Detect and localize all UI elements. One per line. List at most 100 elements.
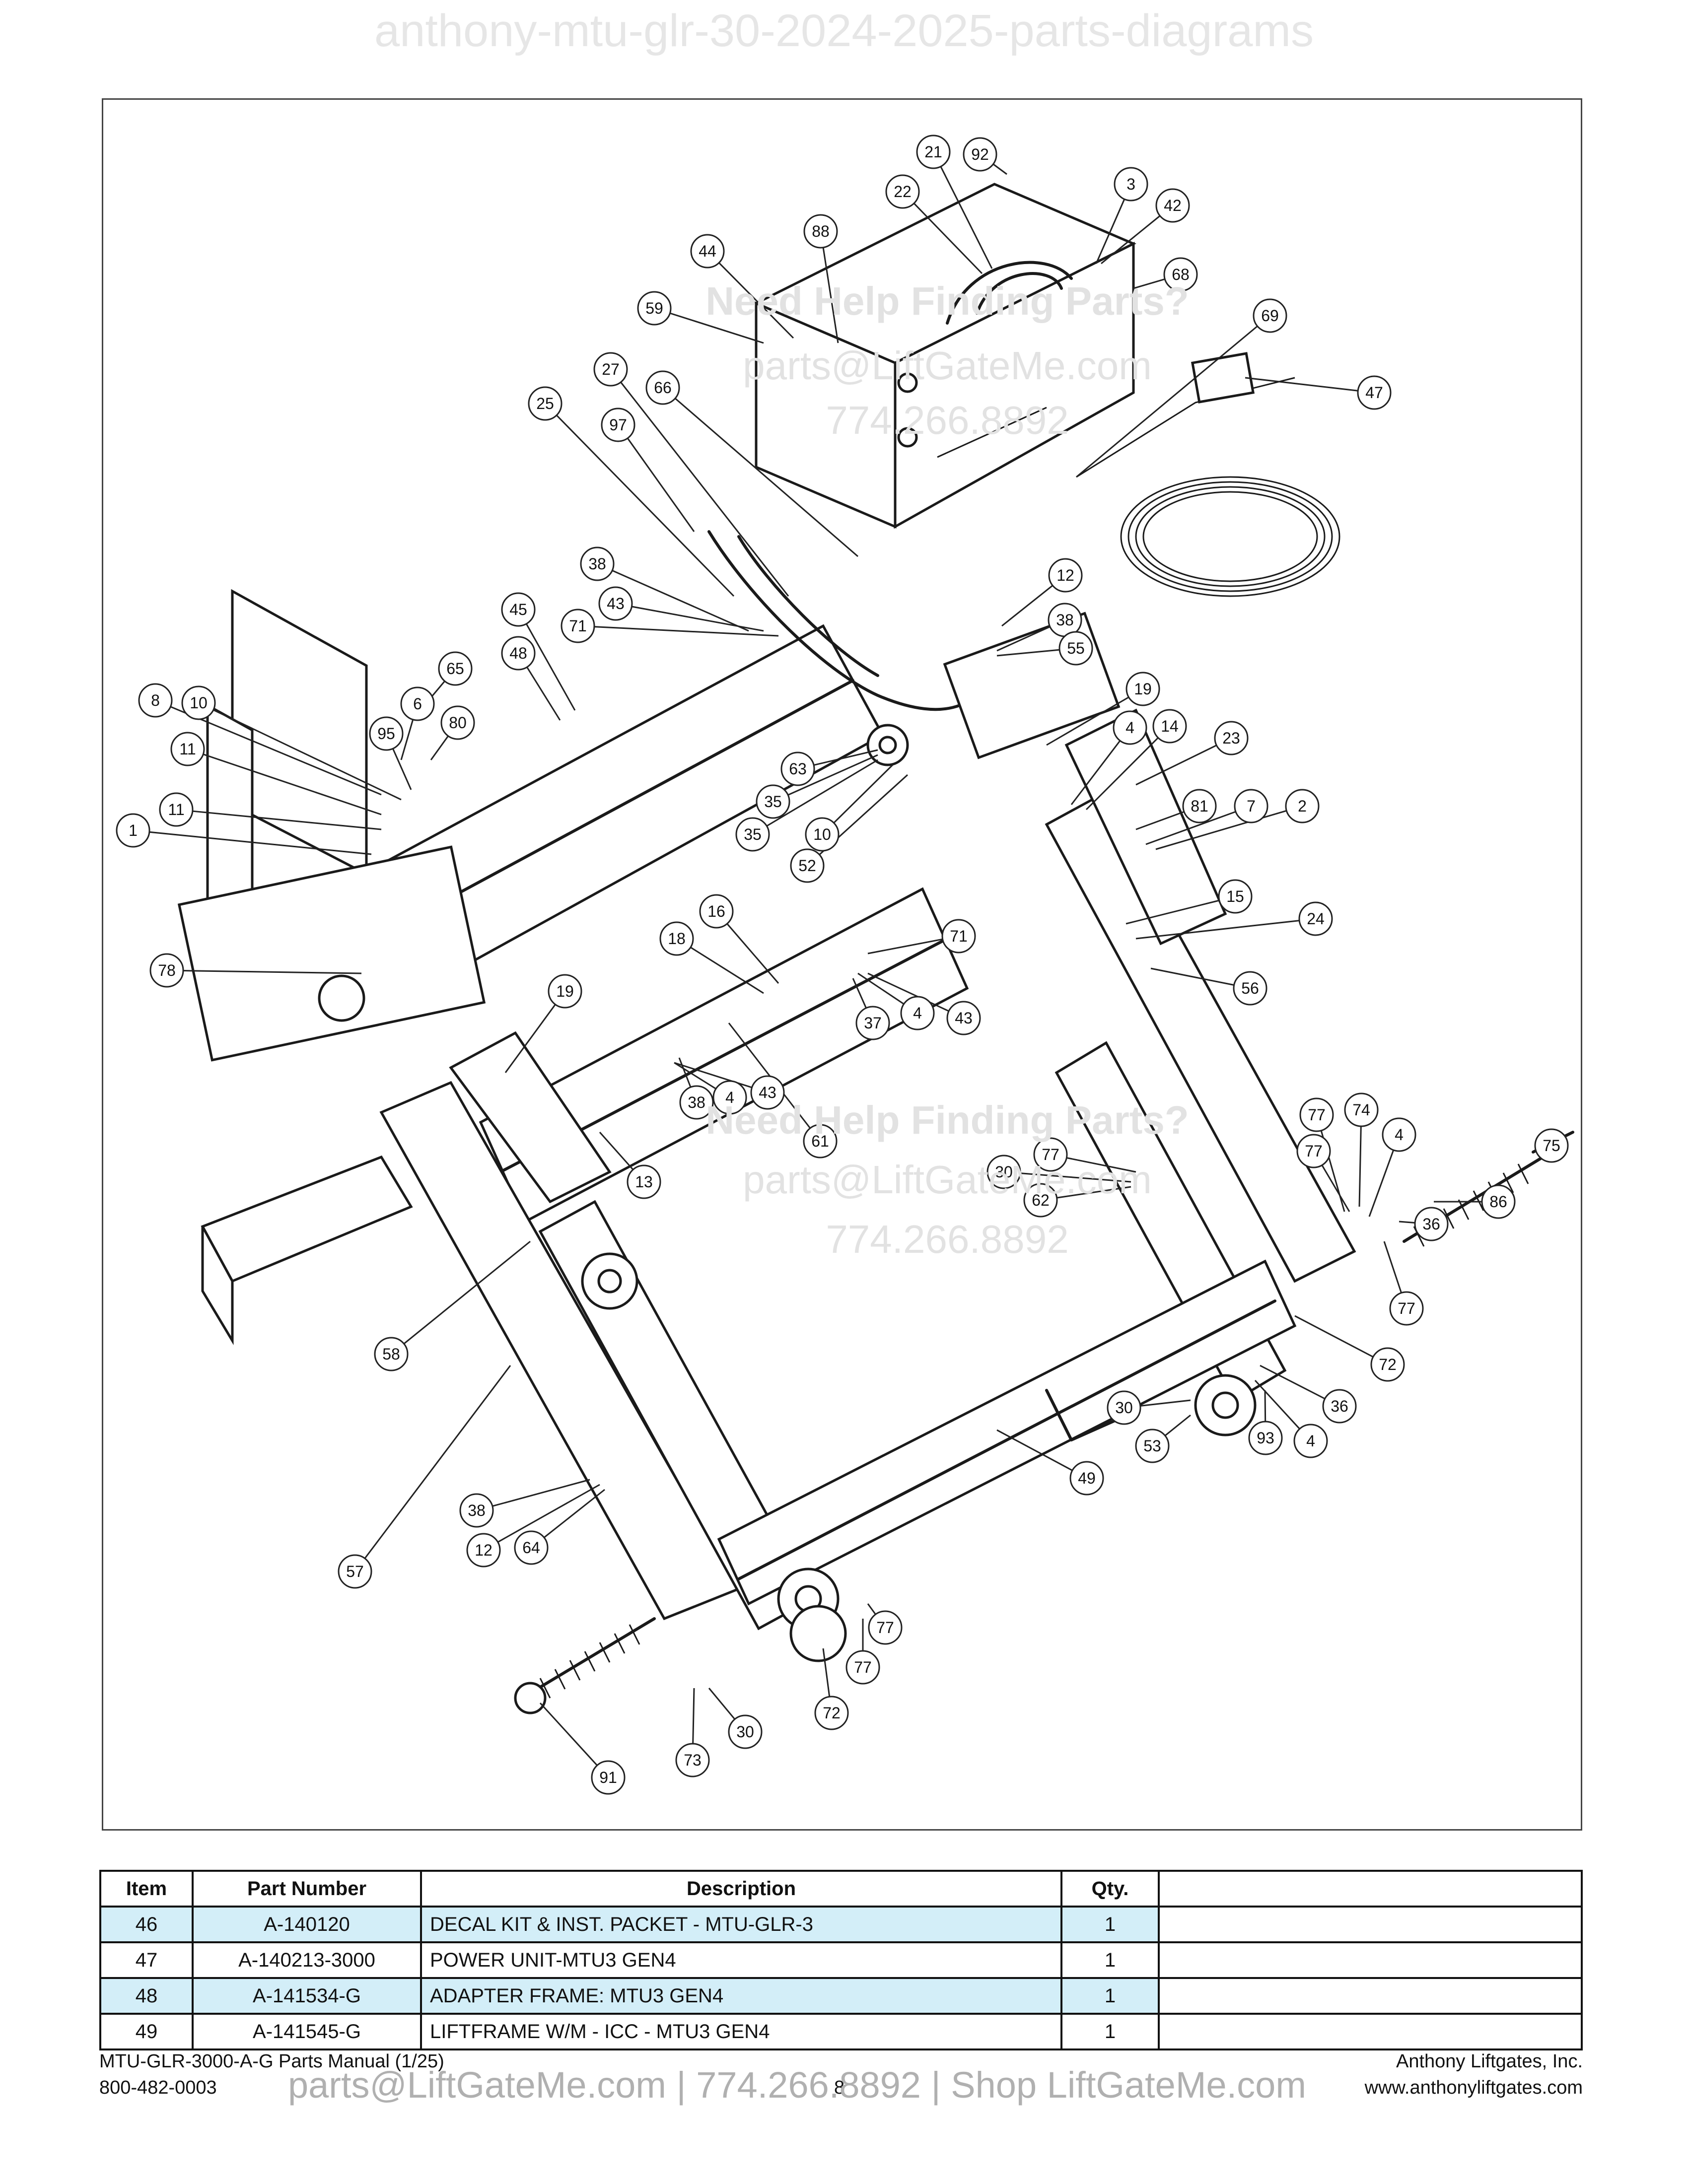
- callout-35: 35: [735, 817, 770, 852]
- col-blank: [1158, 1870, 1583, 1908]
- callout-circle: [181, 685, 216, 720]
- footer-website[interactable]: www.anthonyliftgates.com: [1364, 2077, 1583, 2098]
- callout-circle: [675, 1743, 710, 1777]
- table-row: 48 A-141534-G ADAPTER FRAME: MTU3 GEN4 1: [99, 1977, 1583, 2015]
- callout-circle: [790, 848, 825, 883]
- callout-circle: [941, 919, 976, 954]
- cell-item: 48: [99, 1977, 194, 2015]
- callout-47: 47: [1357, 375, 1392, 410]
- leader-line: [996, 1429, 1073, 1471]
- cell-desc: ADAPTER FRAME: MTU3 GEN4: [420, 1977, 1062, 2015]
- callout-15: 15: [1218, 879, 1253, 914]
- leader-line: [1001, 585, 1054, 627]
- callout-label: 74: [1352, 1101, 1370, 1119]
- callout-label: 37: [864, 1014, 882, 1032]
- callout-circle: [780, 751, 815, 786]
- leader-line: [183, 970, 362, 974]
- callout-label: 10: [190, 694, 208, 712]
- callout-label: 44: [699, 242, 716, 260]
- callout-circle: [637, 291, 672, 326]
- callout-77: 77: [1299, 1097, 1334, 1132]
- watermark-help: Need Help Finding Parts?: [705, 279, 1189, 323]
- leader-line: [1066, 1157, 1136, 1173]
- callout-label: 42: [1164, 197, 1182, 214]
- callout-43: 43: [750, 1075, 785, 1110]
- callout-circle: [659, 921, 694, 956]
- callout-label: 81: [1191, 797, 1208, 815]
- callout-label: 43: [759, 1084, 776, 1101]
- leader-line: [692, 1688, 695, 1744]
- cell-part: A-141545-G: [192, 2013, 422, 2050]
- callout-circle: [149, 953, 184, 988]
- callout-label: 25: [536, 395, 554, 412]
- callout-57: 57: [338, 1554, 372, 1589]
- callout-circle: [855, 1006, 890, 1040]
- callout-48: 48: [501, 636, 536, 671]
- leader-line: [149, 831, 372, 855]
- leader-line: [627, 438, 695, 532]
- callout-81: 81: [1182, 789, 1217, 823]
- callout-label: 2: [1298, 797, 1307, 815]
- callout-36: 36: [1322, 1389, 1357, 1424]
- callout-label: 78: [158, 961, 176, 979]
- leader-line: [594, 626, 779, 637]
- callout-label: 7: [1247, 797, 1256, 815]
- callout-label: 48: [509, 644, 527, 662]
- callout-43: 43: [598, 586, 633, 621]
- callout-label: 49: [1078, 1469, 1096, 1487]
- callout-circle: [814, 1696, 849, 1730]
- callout-label: 18: [668, 930, 686, 948]
- callout-circle: [1389, 1291, 1424, 1326]
- callout-74: 74: [1344, 1092, 1379, 1127]
- callout-label: 77: [1042, 1146, 1059, 1163]
- callout-label: 1: [129, 821, 138, 839]
- callout-circle: [868, 1610, 903, 1645]
- callout-label: 12: [475, 1541, 492, 1559]
- callout-circle: [1298, 901, 1333, 936]
- callout-label: 6: [413, 695, 422, 713]
- leader-line: [1070, 740, 1121, 805]
- callout-label: 12: [1056, 566, 1074, 584]
- callout-11: 11: [170, 732, 205, 766]
- callout-circle: [1344, 1092, 1379, 1127]
- leader-line: [787, 754, 878, 796]
- callout-77: 77: [1389, 1291, 1424, 1326]
- leader-line: [1101, 215, 1161, 265]
- callout-label: 57: [346, 1563, 364, 1580]
- callout-label: 72: [823, 1704, 841, 1722]
- leader-line: [867, 972, 949, 1012]
- callout-label: 16: [707, 902, 725, 920]
- callout-circle: [1233, 971, 1267, 1006]
- cell-blank: [1158, 1977, 1583, 2015]
- leader-line: [1135, 920, 1300, 940]
- callout-label: 80: [449, 714, 467, 732]
- leader-line: [632, 606, 764, 632]
- callout-label: 73: [684, 1751, 702, 1769]
- callout-88: 88: [803, 214, 838, 249]
- callout-label: 11: [168, 801, 184, 819]
- leader-line: [1383, 1241, 1402, 1294]
- callout-circle: [501, 636, 536, 671]
- leader-line: [996, 649, 1060, 657]
- leader-line: [392, 748, 412, 790]
- callout-label: 24: [1307, 910, 1325, 928]
- callout-circle: [400, 686, 435, 721]
- callout-circle: [1058, 631, 1093, 666]
- cell-blank: [1158, 1941, 1583, 1979]
- callout-58: 58: [374, 1337, 409, 1371]
- cell-desc: LIFTFRAME W/M - ICC - MTU3 GEN4: [420, 2013, 1062, 2050]
- leader-line: [504, 1004, 556, 1073]
- leader-line: [852, 978, 867, 1009]
- leader-line: [1095, 199, 1125, 264]
- callout-95: 95: [369, 716, 404, 751]
- callout-circle: [885, 174, 920, 209]
- callout-circle: [1534, 1128, 1569, 1163]
- leader-line: [1321, 1164, 1350, 1212]
- callout-circle: [900, 996, 935, 1030]
- callout-circle: [1214, 721, 1249, 755]
- callout-circle: [1299, 1097, 1334, 1132]
- callout-38: 38: [459, 1493, 494, 1528]
- callout-label: 43: [955, 1009, 973, 1027]
- leader-line: [1399, 1221, 1415, 1224]
- leader-line: [813, 749, 878, 766]
